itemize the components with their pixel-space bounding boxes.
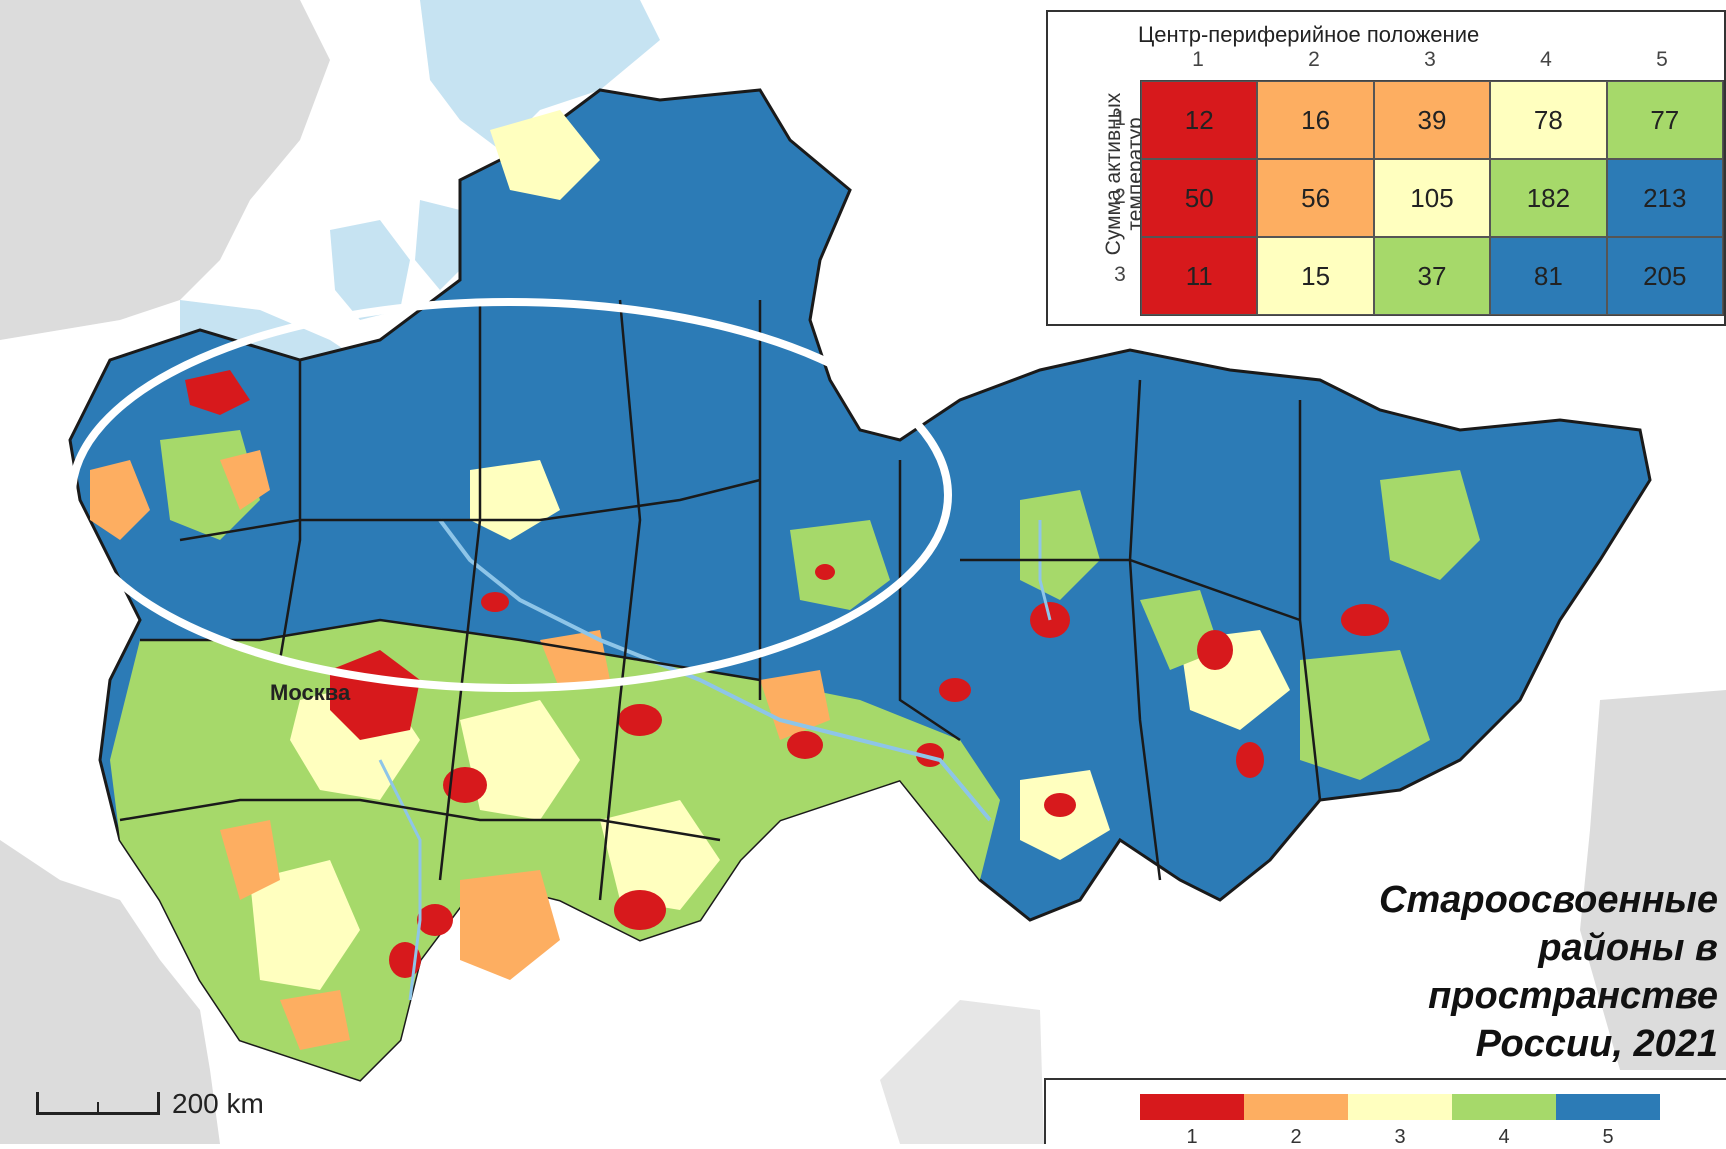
patch-class2-f <box>760 670 830 740</box>
class-swatch-5 <box>1556 1094 1660 1120</box>
matrix-cell: 50 <box>1141 159 1258 237</box>
city-core-n <box>815 564 835 580</box>
matrix-cell: 11 <box>1141 237 1258 315</box>
caption-line: пространстве <box>1428 975 1718 1017</box>
scale-label: 200 km <box>172 1088 264 1119</box>
matrix-cell: 81 <box>1490 237 1607 315</box>
class-swatch-1 <box>1140 1094 1244 1120</box>
matrix-legend-title: Центр-периферийное положение <box>1138 22 1480 47</box>
city-core-l <box>1341 604 1389 636</box>
class-label: 4 <box>1498 1126 1510 1148</box>
matrix-legend: Центр-периферийное положение 1 2 3 4 5 С… <box>1046 10 1726 326</box>
map-caption: Староосвоенные районы в пространстве Рос… <box>1298 876 1718 1068</box>
river-kama <box>1038 520 1052 621</box>
city-core-a <box>443 767 487 803</box>
neighbour-territory-south <box>880 1000 1044 1144</box>
caption-line: России, 2021 <box>1475 1023 1718 1065</box>
column-number: 4 <box>1540 48 1552 71</box>
st-petersburg-core <box>185 370 250 415</box>
matrix-cell: 105 <box>1373 159 1491 237</box>
lake-ladoga <box>330 220 410 320</box>
moscow-label: Москва <box>270 680 351 705</box>
matrix-cell: 213 <box>1606 159 1723 237</box>
matrix-cell: 16 <box>1257 81 1374 159</box>
matrix-cell: 56 <box>1257 159 1374 237</box>
matrix-grid: 12 16 39 78 77 50 56 105 182 213 11 15 3… <box>1140 80 1724 316</box>
scale-bar-tick <box>97 1102 99 1112</box>
column-number: 1 <box>1192 48 1204 71</box>
class-label: 3 <box>1394 1126 1406 1148</box>
city-core-o <box>481 592 509 612</box>
city-core-m <box>1044 793 1076 817</box>
city-core-g <box>939 678 971 702</box>
neighbour-territory-nw <box>0 0 330 340</box>
class-swatch-2 <box>1244 1094 1348 1120</box>
caption-line: районы в <box>1538 927 1718 969</box>
river-oka <box>378 759 422 1001</box>
patch-class3-f <box>490 110 600 200</box>
matrix-cell: 182 <box>1490 159 1607 237</box>
matrix-cell: 39 <box>1373 81 1491 159</box>
admin-borders <box>119 299 1322 901</box>
caption-line: Староосвоенные <box>1379 879 1718 921</box>
patch-class2-b <box>220 450 270 510</box>
matrix-cell: 15 <box>1257 237 1374 315</box>
city-core-k <box>1236 742 1264 778</box>
patch-class3-b <box>460 700 580 820</box>
scale-bar <box>36 1092 160 1115</box>
class-swatch-3 <box>1348 1094 1452 1120</box>
class-label: 5 <box>1602 1126 1614 1148</box>
class-label: 2 <box>1290 1126 1302 1148</box>
class-swatch-4 <box>1452 1094 1556 1120</box>
matrix-cell: 12 <box>1141 81 1258 159</box>
river-volga <box>438 518 992 822</box>
matrix-cell: 78 <box>1490 81 1607 159</box>
patch-class3-d <box>600 800 720 910</box>
column-number: 2 <box>1308 48 1320 71</box>
matrix-cell: 77 <box>1606 81 1723 159</box>
white-sea <box>420 0 660 150</box>
class-legend: 1 2 3 4 5 <box>1044 1078 1726 1148</box>
matrix-cell: 37 <box>1373 237 1491 315</box>
city-core-j <box>1197 630 1233 670</box>
neighbour-territory-sw <box>0 840 220 1144</box>
patch-class3-c <box>250 860 360 990</box>
patch-class4-e <box>1300 650 1430 780</box>
column-number: 3 <box>1424 48 1436 71</box>
city-core-e <box>618 704 662 736</box>
class-label: 1 <box>1186 1126 1198 1148</box>
patch-class2-a <box>90 460 150 540</box>
city-core-c <box>417 904 453 936</box>
city-core-b <box>614 890 666 930</box>
patch-class2-e <box>280 990 350 1050</box>
patch-class4-b <box>790 520 890 610</box>
patch-class2-c <box>460 870 560 980</box>
lake-onega <box>415 200 470 290</box>
row-number: 1 <box>1114 107 1126 130</box>
patch-class4-d <box>1380 470 1480 580</box>
patch-class2-d <box>220 820 280 900</box>
row-number: 2 <box>1114 185 1126 208</box>
city-core-f <box>787 731 823 759</box>
row-number: 3 <box>1114 263 1126 286</box>
column-number: 5 <box>1656 48 1668 71</box>
highlight-ellipse <box>68 298 952 692</box>
neighbour-territory-east <box>1580 690 1726 1070</box>
matrix-cell: 205 <box>1606 237 1723 315</box>
